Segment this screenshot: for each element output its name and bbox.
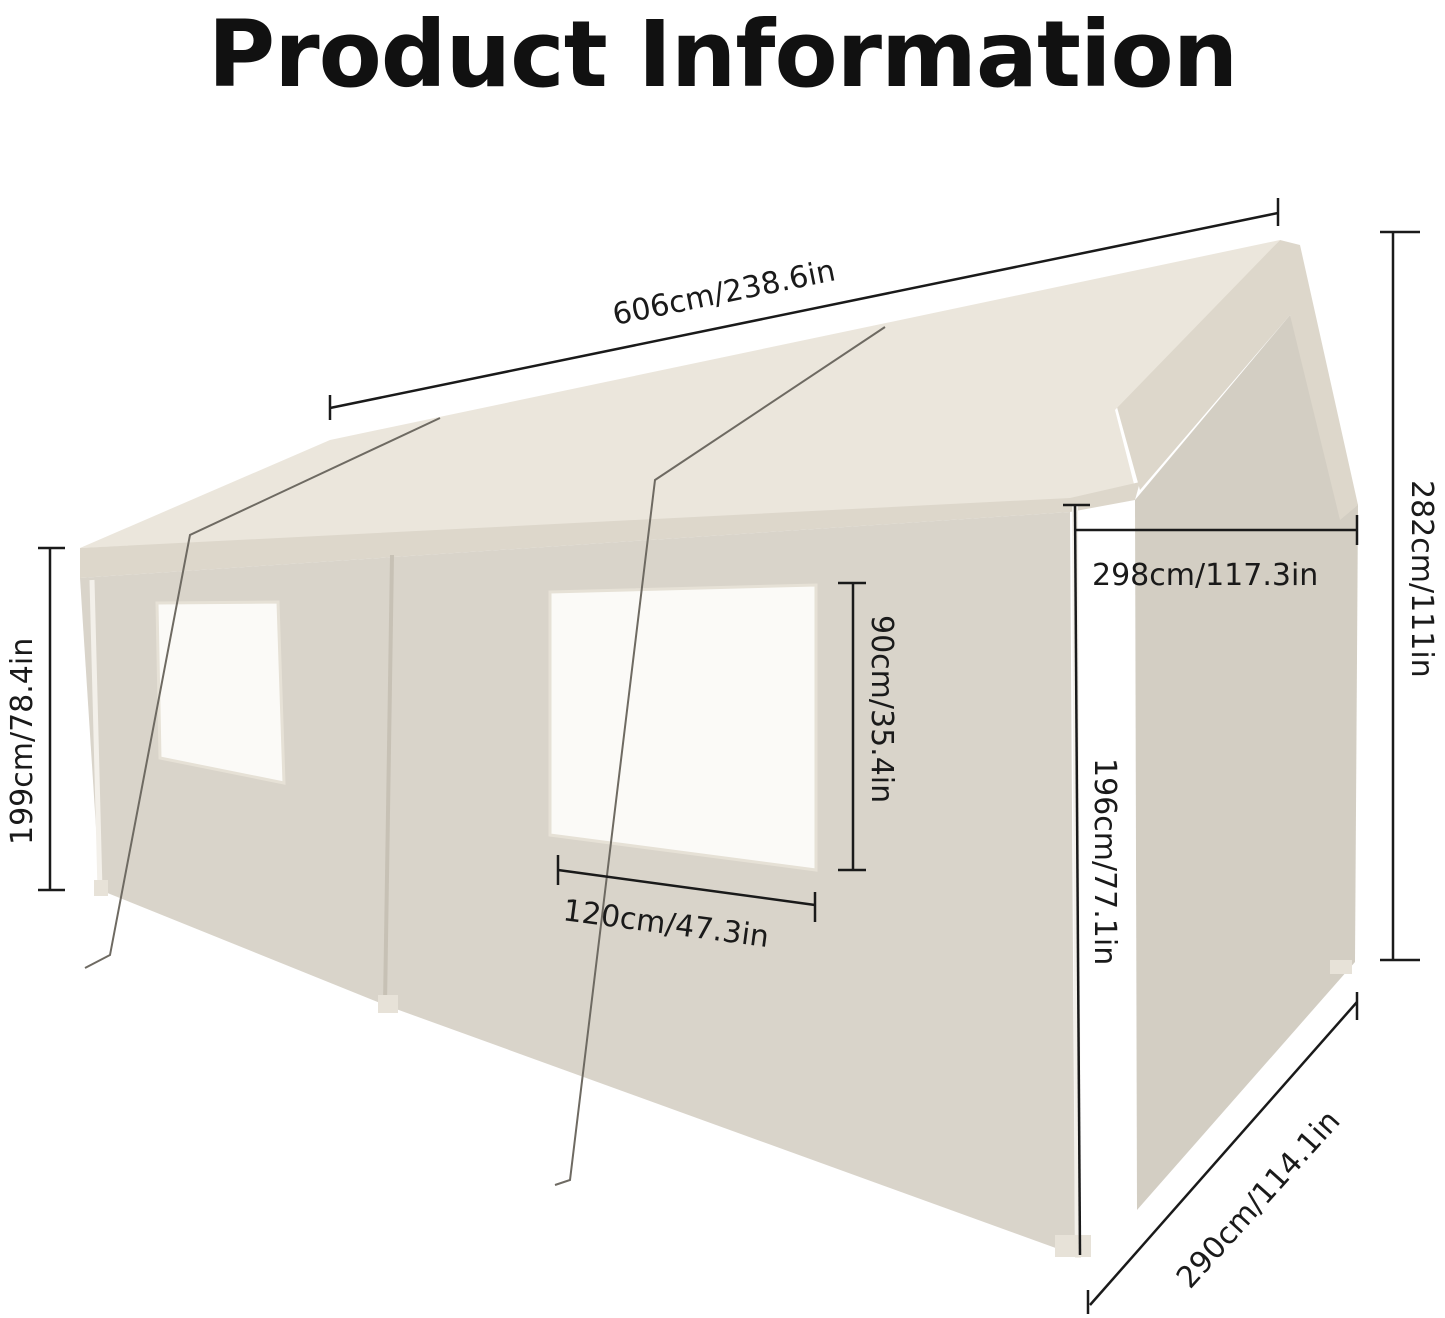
side-wall — [80, 512, 1075, 1255]
window-left — [155, 600, 286, 785]
roof-gable-edge — [1115, 240, 1358, 520]
window-height-label: 90cm/35.4in — [864, 615, 899, 803]
left-pole — [89, 579, 103, 891]
foot-back — [1330, 960, 1352, 974]
foot-middle — [378, 995, 398, 1013]
foot-front — [1055, 1235, 1091, 1257]
total-height-label: 282cm/111in — [1404, 480, 1439, 678]
dimension-lines — [38, 198, 1420, 1314]
foot-left — [94, 880, 108, 896]
length-label: 606cm/238.6in — [610, 253, 839, 332]
page-title: Product Information — [207, 1, 1238, 108]
guy-rope-middle — [554, 326, 886, 1186]
side-height-front-label: 196cm/77.1in — [1087, 758, 1122, 965]
window-main — [548, 583, 818, 872]
roof-eave — [80, 482, 1140, 578]
roof-slope — [80, 240, 1280, 548]
guy-rope-left — [84, 417, 441, 969]
roof-width-label: 298cm/117.3in — [1092, 558, 1318, 593]
end-wall — [1135, 315, 1358, 1210]
side-height-left-label: 199cm/78.4in — [5, 638, 40, 845]
carport-illustration — [80, 240, 1358, 1259]
wall-seam — [383, 554, 394, 1006]
